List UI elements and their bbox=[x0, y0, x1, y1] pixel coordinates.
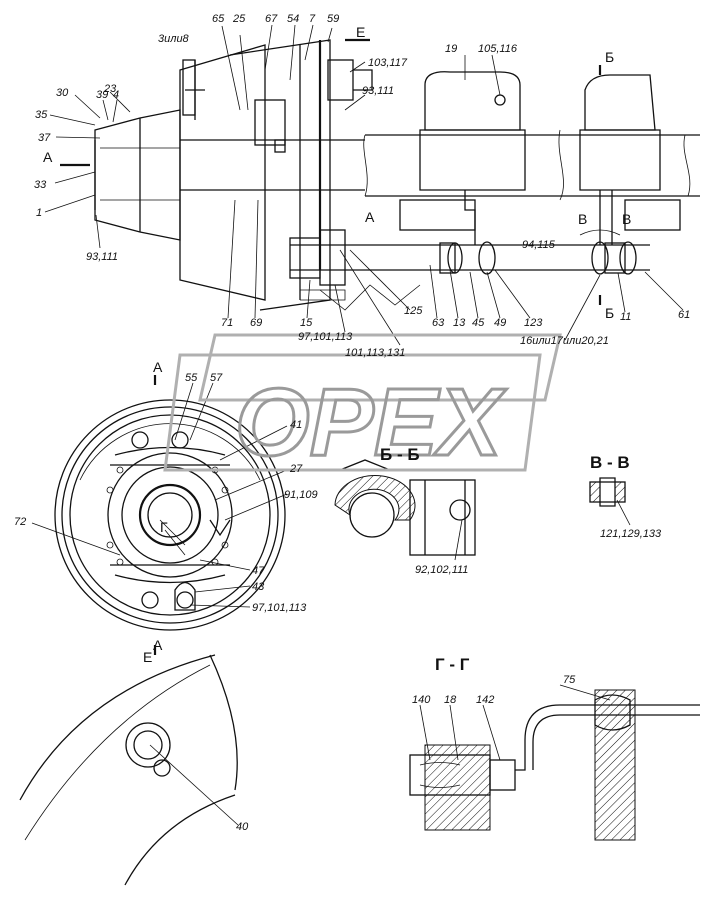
label-23: 23 bbox=[103, 83, 117, 95]
label-61: 61 bbox=[678, 309, 690, 321]
label-105-116: 105,116 bbox=[478, 43, 518, 55]
bolt-ring bbox=[106, 466, 229, 566]
label-57: 57 bbox=[210, 372, 223, 384]
watermark: OPEX bbox=[163, 333, 562, 478]
label-140: 140 bbox=[412, 694, 431, 706]
label-43: 43 bbox=[252, 581, 265, 593]
label-65: 65 bbox=[212, 13, 225, 25]
label-142: 142 bbox=[476, 694, 494, 706]
view-e bbox=[19, 654, 239, 886]
label-103-117: 103,117 bbox=[368, 57, 408, 69]
label-97-101-113-a: 97,101,113 bbox=[298, 331, 353, 343]
labels: 3или8 65 25 67 54 7 59 Е 19 105,116 Б 10… bbox=[14, 13, 690, 833]
label-49: 49 bbox=[494, 317, 506, 329]
label-g-center: Г bbox=[160, 519, 168, 535]
label-125: 125 bbox=[404, 305, 423, 317]
label-94-115: 94,115 bbox=[522, 239, 556, 251]
top-leaders bbox=[44, 24, 684, 346]
label-75: 75 bbox=[563, 674, 576, 686]
label-71: 71 bbox=[221, 317, 233, 329]
label-69: 69 bbox=[250, 317, 262, 329]
label-92-102-111: 92,102,111 bbox=[415, 564, 468, 576]
title-section-bb: Б - Б bbox=[380, 445, 420, 464]
label-a-mid: А bbox=[365, 209, 375, 225]
label-101-113-131: 101,113,131 bbox=[345, 347, 405, 359]
label-97-101-113-b: 97,101,113 bbox=[252, 602, 307, 614]
title-view-e: Е bbox=[143, 649, 152, 665]
label-a-view: А bbox=[153, 359, 163, 375]
label-18: 18 bbox=[444, 694, 457, 706]
label-93-111-a: 93,111 bbox=[362, 85, 394, 97]
label-72: 72 bbox=[14, 516, 26, 528]
view-a-leaders bbox=[31, 375, 288, 655]
label-b-bottom: Б bbox=[605, 305, 614, 321]
label-93-111-b: 93,111 bbox=[86, 251, 118, 263]
label-41: 41 bbox=[290, 419, 302, 431]
label-16ili17ili20-21: 16или17или20,21 bbox=[520, 335, 609, 347]
label-1: 1 bbox=[36, 207, 42, 219]
watermark-text: OPEX bbox=[235, 369, 507, 476]
section-bb bbox=[334, 459, 476, 561]
label-13: 13 bbox=[453, 317, 466, 329]
label-a-left: А bbox=[43, 149, 53, 165]
label-55: 55 bbox=[185, 372, 198, 384]
label-e-arrow: Е bbox=[356, 24, 365, 40]
label-40: 40 bbox=[236, 821, 249, 833]
section-vv bbox=[589, 477, 631, 526]
label-19: 19 bbox=[445, 43, 457, 55]
label-7: 7 bbox=[309, 13, 316, 25]
label-47: 47 bbox=[252, 565, 265, 577]
top-axle-assembly bbox=[60, 38, 700, 311]
label-35: 35 bbox=[35, 109, 48, 121]
label-a-bottom: А bbox=[153, 637, 163, 653]
label-54: 54 bbox=[287, 13, 299, 25]
label-33: 33 bbox=[34, 179, 47, 191]
label-v-left: В bbox=[578, 211, 587, 227]
label-63: 63 bbox=[432, 317, 445, 329]
label-v-right: В bbox=[622, 211, 631, 227]
title-section-vv: В - В bbox=[590, 453, 630, 472]
label-11: 11 bbox=[620, 311, 631, 323]
label-30: 30 bbox=[56, 87, 69, 99]
label-39: 39 bbox=[96, 89, 108, 101]
label-37: 37 bbox=[38, 132, 51, 144]
label-121-129-133: 121,129,133 bbox=[600, 528, 662, 540]
section-gg bbox=[409, 684, 700, 841]
label-67: 67 bbox=[265, 13, 278, 25]
label-27: 27 bbox=[289, 463, 303, 475]
label-25: 25 bbox=[232, 13, 246, 25]
label-3ili8: 3или8 bbox=[158, 33, 190, 45]
label-15: 15 bbox=[300, 317, 313, 329]
label-45: 45 bbox=[472, 317, 485, 329]
title-section-gg: Г - Г bbox=[435, 655, 470, 674]
label-59: 59 bbox=[327, 13, 339, 25]
label-4: 4 bbox=[113, 89, 119, 101]
label-b-top: Б bbox=[605, 49, 614, 65]
label-91-109: 91,109 bbox=[284, 489, 318, 501]
label-123: 123 bbox=[524, 317, 543, 329]
